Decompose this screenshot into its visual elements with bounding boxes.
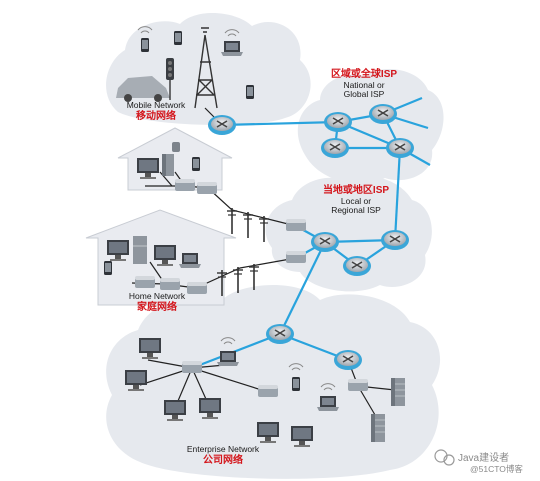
mobile-network-en: Mobile Network <box>126 100 186 110</box>
enterprise-router-icon <box>258 385 278 397</box>
home-network-en: Home Network <box>128 291 186 301</box>
home-house-upper <box>117 127 233 191</box>
enterprise-network-cn: 公司网络 <box>203 454 243 466</box>
datacenter-switch-icon <box>348 379 368 391</box>
router-icon <box>342 255 372 277</box>
laptop-icon <box>221 41 243 56</box>
router-icon <box>310 231 340 253</box>
router-icon <box>320 137 350 159</box>
thermostat-icon <box>172 142 180 152</box>
global-isp-en-line2: Global ISP <box>343 89 385 100</box>
watermark-source: @51CTO博客 <box>470 464 523 474</box>
regional-isp-label: 当地或地区ISP Local or Regional ISP <box>310 185 402 216</box>
phone-icon <box>246 85 254 99</box>
router-icon <box>323 111 353 133</box>
home-network-cn: 家庭网络 <box>137 301 177 313</box>
home-network-label: Home Network 家庭网络 <box>112 291 202 313</box>
regional-isp-en-line2: Regional ISP <box>331 205 381 216</box>
utility-pole-icon <box>226 207 238 235</box>
regional-isp-cn: 当地或地区ISP <box>322 185 390 196</box>
phone-icon <box>192 157 200 171</box>
enterprise-network-en: Enterprise Network <box>186 444 260 454</box>
mobile-network-cn: 移动网络 <box>136 110 176 122</box>
global-isp-en-line1: National or <box>343 79 385 90</box>
enterprise-network-label: Enterprise Network 公司网络 <box>168 444 278 466</box>
isp-access-switch-icon <box>286 219 306 231</box>
home-switch-icon <box>160 278 180 290</box>
laptop-icon <box>217 351 239 366</box>
phone-icon <box>292 377 300 391</box>
server-tower-icon <box>162 154 174 176</box>
isp-access-switch-icon <box>286 251 306 263</box>
utility-pole-icon <box>242 211 254 239</box>
server-icon <box>370 413 386 443</box>
regional-isp-cloud <box>265 176 432 292</box>
laptop-icon <box>317 396 339 411</box>
phone-icon <box>104 261 112 275</box>
refrigerator-icon <box>133 236 147 264</box>
traffic-light-icon <box>166 58 174 100</box>
phone-icon <box>174 31 182 45</box>
enterprise-network-cloud <box>106 284 441 479</box>
mobile-network-label: Mobile Network 移动网络 <box>108 100 204 122</box>
wechat-logo-icon <box>434 449 455 466</box>
laptop-icon <box>179 253 201 268</box>
car-icon <box>116 76 170 102</box>
home-router-icon <box>135 276 155 288</box>
cable-modem-icon <box>197 182 217 194</box>
cell-tower-icon <box>194 27 218 109</box>
phone-icon <box>141 38 149 52</box>
global-isp-label: 区域或全球ISP National or Global ISP <box>318 69 410 100</box>
router-icon <box>265 323 295 345</box>
global-isp-cn: 区域或全球ISP <box>330 69 398 80</box>
router-icon <box>385 137 415 159</box>
home-router-icon <box>175 179 195 191</box>
router-icon <box>333 349 363 371</box>
router-icon <box>207 114 237 136</box>
server-icon <box>390 377 406 407</box>
regional-isp-en-line1: Local or <box>340 195 372 206</box>
enterprise-switch-icon <box>182 361 202 373</box>
watermark-title: Java建设者 <box>458 453 510 464</box>
router-icon <box>368 103 398 125</box>
router-icon <box>380 229 410 251</box>
